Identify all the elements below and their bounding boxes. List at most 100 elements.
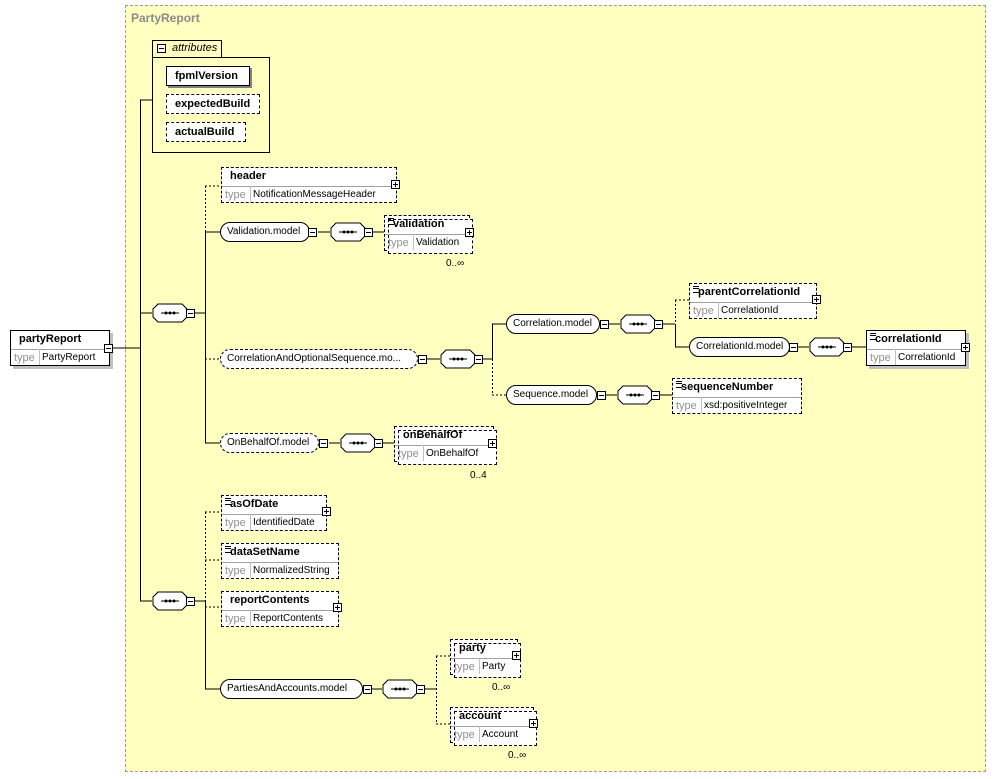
collapse-icon[interactable] xyxy=(186,309,195,318)
element-name: parentCorrelationId xyxy=(698,286,801,298)
documentation-icon xyxy=(225,546,231,553)
collapse-icon[interactable] xyxy=(416,685,425,694)
group-correlation-model[interactable]: Correlation.model xyxy=(506,314,600,334)
cardinality: 0..∞ xyxy=(446,258,465,269)
documentation-icon xyxy=(676,381,682,388)
collapse-icon[interactable] xyxy=(843,343,852,352)
element-account[interactable]: account type Account xyxy=(450,707,537,746)
element-type: NormalizedString xyxy=(253,565,330,576)
expand-icon[interactable] xyxy=(512,651,521,660)
attribute-actual-build[interactable]: actualBuild xyxy=(166,122,246,142)
type-label: type xyxy=(14,352,35,364)
expand-icon[interactable] xyxy=(488,439,497,448)
cardinality: 0..∞ xyxy=(492,682,511,693)
frame-title: PartyReport xyxy=(131,11,200,25)
element-name: sequenceNumber xyxy=(681,381,774,393)
element-type: Account xyxy=(482,729,519,740)
expand-icon[interactable] xyxy=(391,180,400,189)
sequence-compositor[interactable] xyxy=(620,314,656,334)
group-parties-and-accounts-model[interactable]: PartiesAndAccounts.model xyxy=(220,679,363,699)
expand-icon[interactable] xyxy=(465,228,474,237)
element-sequence-number[interactable]: sequenceNumber type xsd:positiveInteger xyxy=(672,378,802,414)
type-label: type xyxy=(388,237,409,249)
collapse-icon[interactable] xyxy=(418,355,427,364)
element-on-behalf-of[interactable]: onBehalfOf type OnBehalfOf xyxy=(394,426,497,465)
collapse-icon[interactable] xyxy=(651,391,660,400)
type-label: type xyxy=(225,565,246,577)
attribute-fpml-version[interactable]: fpmlVersion xyxy=(166,66,250,86)
element-name: account xyxy=(459,710,502,722)
element-data-set-name[interactable]: dataSetName type NormalizedString xyxy=(221,543,339,579)
type-label: type xyxy=(225,613,246,625)
collapse-icon[interactable] xyxy=(363,685,372,694)
element-type: NotificationMessageHeader xyxy=(253,189,376,200)
type-label: type xyxy=(225,517,246,529)
element-name: onBehalfOf xyxy=(403,429,463,441)
collapse-icon[interactable] xyxy=(600,320,609,329)
collapse-icon[interactable] xyxy=(308,228,317,237)
element-type: xsd:positiveInteger xyxy=(704,400,788,411)
sequence-compositor[interactable] xyxy=(152,591,188,611)
element-correlation-id[interactable]: correlationId type CorrelationId xyxy=(866,330,966,366)
collapse-icon[interactable] xyxy=(654,320,663,329)
element-type: CorrelationId xyxy=(721,305,779,316)
element-report-contents[interactable]: reportContents type ReportContents xyxy=(221,591,339,627)
element-parent-correlation-id[interactable]: parentCorrelationId type CorrelationId xyxy=(689,283,817,319)
group-on-behalf-of-model[interactable]: OnBehalfOf.model xyxy=(220,433,319,453)
element-type: IdentifiedDate xyxy=(253,517,315,528)
element-name: party xyxy=(459,642,486,654)
element-name: dataSetName xyxy=(230,546,300,558)
attributes-tab xyxy=(152,40,222,58)
element-party[interactable]: party type Party xyxy=(450,639,521,678)
collapse-icon[interactable] xyxy=(157,44,166,53)
element-type: Party xyxy=(482,661,506,672)
collapse-icon[interactable] xyxy=(374,439,383,448)
element-name: partyReport xyxy=(19,333,82,345)
sequence-compositor[interactable] xyxy=(382,679,418,699)
group-correlation-id-model[interactable]: CorrelationId.model xyxy=(689,337,790,357)
group-sequence-model[interactable]: Sequence.model xyxy=(506,385,597,405)
sequence-compositor[interactable] xyxy=(330,222,366,242)
element-as-of-date[interactable]: asOfDate type IdentifiedDate xyxy=(221,495,327,531)
element-party-report[interactable]: partyReport type PartyReport xyxy=(10,330,110,366)
element-name: reportContents xyxy=(230,594,310,606)
documentation-icon xyxy=(870,333,876,340)
expand-icon[interactable] xyxy=(333,603,342,612)
group-validation-model[interactable]: Validation.model xyxy=(220,222,310,242)
sequence-compositor[interactable] xyxy=(809,337,845,357)
sequence-compositor[interactable] xyxy=(440,349,476,369)
element-validation[interactable]: validation type Validation xyxy=(384,215,473,254)
group-correlation-and-optional-sequence[interactable]: CorrelationAndOptionalSequence.mo... xyxy=(220,349,418,369)
element-name: correlationId xyxy=(875,333,942,345)
sequence-compositor[interactable] xyxy=(617,385,653,405)
collapse-icon[interactable] xyxy=(186,597,195,606)
collapse-icon[interactable] xyxy=(474,355,483,364)
collapse-icon[interactable] xyxy=(319,439,328,448)
element-type: OnBehalfOf xyxy=(426,448,479,459)
collapse-icon[interactable] xyxy=(789,343,798,352)
type-label: type xyxy=(398,448,419,460)
expand-icon[interactable] xyxy=(529,719,538,728)
element-header[interactable]: header type NotificationMessageHeader xyxy=(221,167,397,203)
cardinality: 0..∞ xyxy=(508,750,527,761)
element-type: PartyReport xyxy=(42,352,96,363)
attributes-label: attributes xyxy=(172,42,218,54)
collapse-icon[interactable] xyxy=(597,391,606,400)
type-label: type xyxy=(454,661,475,673)
element-type: Validation xyxy=(416,237,460,248)
type-label: type xyxy=(676,400,697,412)
collapse-icon[interactable] xyxy=(364,228,373,237)
collapse-icon[interactable] xyxy=(104,344,113,353)
type-label: type xyxy=(225,189,246,201)
attribute-expected-build[interactable]: expectedBuild xyxy=(166,94,260,114)
sequence-compositor[interactable] xyxy=(340,433,376,453)
expand-icon[interactable] xyxy=(812,295,821,304)
type-label: type xyxy=(693,305,714,317)
expand-icon[interactable] xyxy=(322,507,331,516)
expand-icon[interactable] xyxy=(961,343,970,352)
cardinality: 0..4 xyxy=(470,470,487,481)
sequence-compositor[interactable] xyxy=(152,303,188,323)
element-type: CorrelationId xyxy=(898,352,956,363)
